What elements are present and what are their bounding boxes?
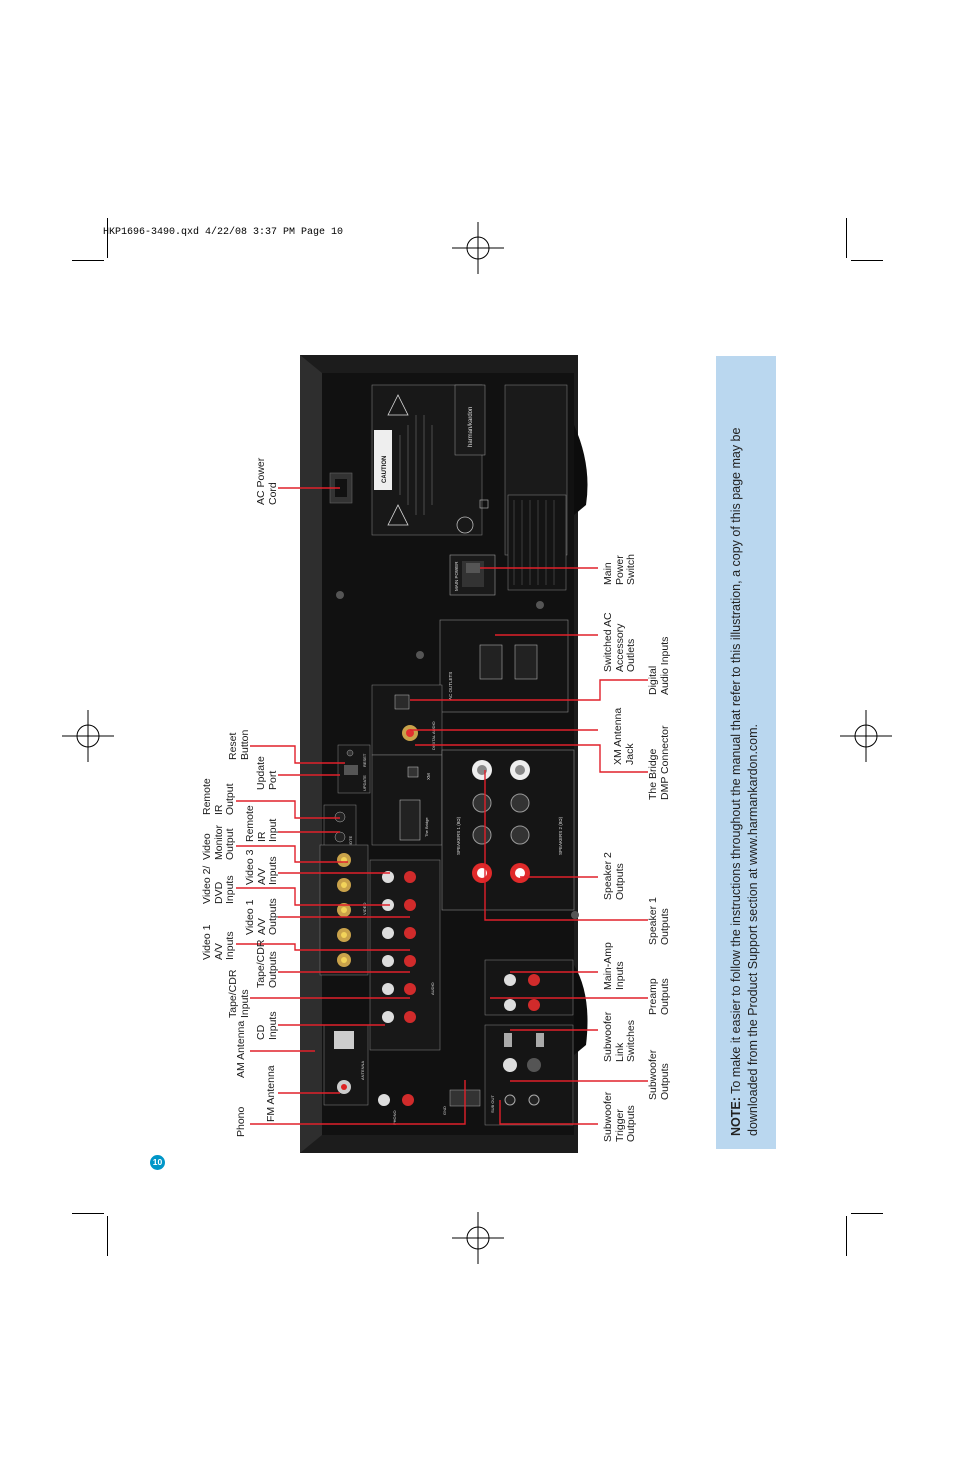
- callout-update-port: Update Port: [255, 756, 279, 790]
- note-body: To make it easier to follow the instruct…: [729, 427, 760, 1136]
- page-number-badge: 10: [150, 1155, 165, 1170]
- callout-video1-av-inputs: Video 1 A/V Inputs: [201, 924, 236, 960]
- callout-main-amp-inputs: Main-Amp Inputs: [602, 942, 626, 990]
- callout-subwoofer-outputs: Subwoofer Outputs: [647, 1049, 671, 1100]
- digital-audio-label: DIGITAL AUDIO: [431, 721, 436, 750]
- reset-label: RESET: [362, 753, 367, 767]
- note-text: NOTE: To make it easier to follow the in…: [728, 366, 762, 1136]
- callout-video1-av-outputs: Video 1 A/V Outputs: [244, 898, 279, 935]
- callout-preamp-outputs: Preamp Outputs: [647, 978, 671, 1015]
- crop-mark-top-left-v: [107, 218, 108, 258]
- callout-fm-antenna: FM Antenna: [265, 1065, 277, 1122]
- speaker2-label: SPEAKERS 2 (8Ω): [558, 816, 563, 855]
- callout-bridge-dmp-connector: The Bridge DMP Connector: [647, 725, 671, 800]
- callout-subwoofer-link-switches: Subwoofer Link Switches: [602, 1011, 637, 1062]
- callout-speaker1-outputs: Speaker 1 Outputs: [647, 897, 671, 945]
- bridge-label: The Bridge: [424, 817, 429, 837]
- brand-label: harman/kardon: [468, 407, 474, 447]
- callout-digital-audio-inputs: Digital Audio Inputs: [647, 636, 671, 695]
- note-box: NOTE: To make it easier to follow the in…: [716, 356, 776, 1149]
- registration-mark-top: [452, 222, 504, 274]
- audio-label: AUDIO: [430, 982, 435, 995]
- caution-label: CAUTION: [382, 456, 388, 483]
- sub-out-label: SUB OUT: [490, 1095, 495, 1113]
- crop-mark-top-right-h: [851, 260, 883, 261]
- crop-mark-bottom-right-v: [846, 1216, 847, 1256]
- rear-panel-drawing: CAUTION harman/kardon MAIN POWER AC OUTL…: [300, 355, 588, 1153]
- callout-am-antenna: AM Antenna: [235, 1020, 247, 1078]
- callout-speaker2-outputs: Speaker 2 Outputs: [602, 852, 626, 900]
- callout-reset-button: Reset Button: [227, 729, 251, 760]
- callout-switched-ac-outlets: Switched AC Accessory Outlets: [602, 612, 637, 672]
- callout-phono: Phono: [235, 1106, 247, 1137]
- crop-mark-bottom-right-h: [851, 1213, 883, 1214]
- receiver-rear-panel: CAUTION harman/kardon MAIN POWER AC OUTL…: [300, 355, 590, 1153]
- main-power-label: MAIN POWER: [454, 561, 459, 591]
- callout-video2-dvd-inputs: Video 2/ DVD Inputs: [201, 865, 236, 904]
- callout-tape-cdr-inputs: Tape/CDR Inputs: [227, 969, 251, 1018]
- remote-label: REMOTE: [348, 836, 353, 853]
- callout-xm-antenna-jack: XM Antenna Jack: [612, 707, 636, 765]
- speaker1-label: SPEAKERS 1 (8Ω): [456, 816, 461, 855]
- callout-cd-inputs: CD Inputs: [255, 1011, 279, 1040]
- note-lead: NOTE:: [729, 1097, 743, 1136]
- update-label: UPDATE: [362, 775, 367, 791]
- xm-label: XM: [426, 773, 431, 780]
- registration-mark-bottom: [452, 1212, 504, 1264]
- callout-video-monitor-output: Video Monitor Output: [201, 824, 236, 860]
- ac-outlets-label: AC OUTLETS: [448, 672, 453, 700]
- callout-remote-ir-output: Remote IR Output: [201, 778, 236, 815]
- antenna-label: ANTENNA: [360, 1061, 365, 1080]
- gnd-label: GND: [442, 1106, 447, 1115]
- callout-ac-power-cord: AC Power Cord: [255, 457, 279, 505]
- callout-tape-cdr-outputs: Tape/CDR Outputs: [255, 939, 279, 988]
- video-label: VIDEO: [362, 903, 367, 915]
- registration-mark-left: [62, 710, 114, 762]
- phono-label: PHONO: [392, 1110, 397, 1125]
- callout-main-power-switch: Main Power Switch: [602, 554, 637, 585]
- crop-mark-bottom-left-h: [72, 1213, 104, 1214]
- callout-video3-av-inputs: Video 3 A/V Inputs: [244, 849, 279, 885]
- crop-mark-bottom-left-v: [107, 1216, 108, 1256]
- crop-mark-top-left-h: [72, 260, 104, 261]
- callout-remote-ir-input: Remote IR Input: [244, 805, 279, 842]
- callout-subwoofer-trigger-outputs: Subwoofer Trigger Outputs: [602, 1091, 637, 1142]
- crop-mark-top-right-v: [846, 218, 847, 258]
- printer-slug: HKP1696-3490.qxd 4/22/08 3:37 PM Page 10: [103, 227, 344, 238]
- registration-mark-right: [840, 710, 892, 762]
